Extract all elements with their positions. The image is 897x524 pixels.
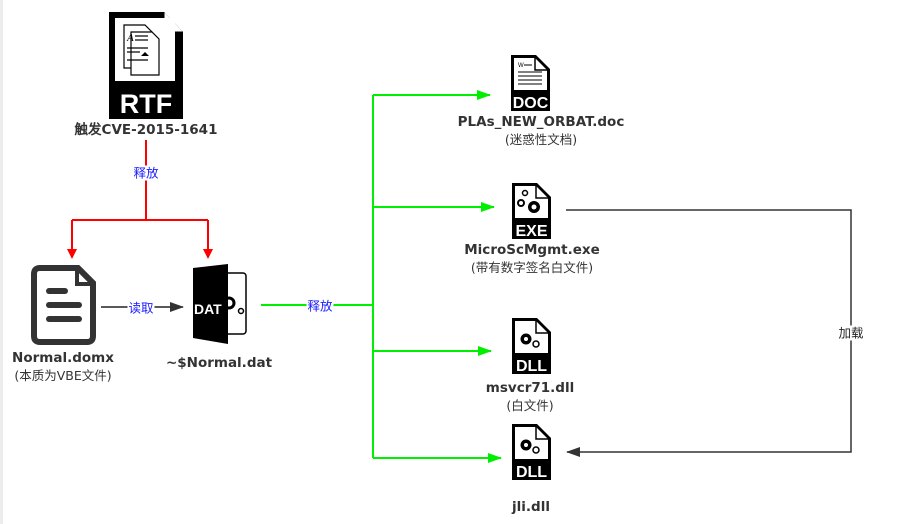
exe-file-icon[interactable]: EXE bbox=[512, 183, 551, 240]
exe-sublabel: (带有数字签名白文件) bbox=[470, 260, 594, 275]
msvcr-sublabel: (白文件) bbox=[506, 398, 554, 413]
dat-icon-label: DAT bbox=[194, 301, 222, 317]
doc-icon-label: DOC bbox=[513, 95, 549, 112]
msvcr-label: msvcr71.dll bbox=[485, 380, 575, 396]
left-edge-strip bbox=[0, 0, 3, 524]
msvcr-dll-file-icon[interactable]: DLL bbox=[512, 318, 551, 375]
jli-dll-file-icon[interactable]: DLL bbox=[512, 424, 551, 481]
doc-file-icon[interactable]: W DOC bbox=[511, 55, 550, 112]
normal-domx-label: Normal.domx bbox=[12, 350, 114, 366]
load-edge-label: 加载 bbox=[837, 325, 865, 341]
dat-file-icon[interactable]: DAT bbox=[193, 264, 247, 344]
dat-release-edge bbox=[261, 90, 502, 463]
exe-label: MicroScMgmt.exe bbox=[464, 242, 600, 258]
exe-icon-label: EXE bbox=[515, 223, 547, 240]
normal-domx-sublabel: (本质为VBE文件) bbox=[14, 368, 112, 383]
doc-label: PLAs_NEW_ORBAT.doc bbox=[457, 114, 625, 130]
rtf-file-icon[interactable]: A RTF bbox=[109, 12, 183, 119]
doc-sublabel: (迷惑性文档) bbox=[504, 132, 578, 147]
rtf-icon-label: RTF bbox=[120, 89, 172, 119]
svg-text:A: A bbox=[126, 32, 134, 44]
jli-icon-label: DLL bbox=[516, 464, 547, 481]
msvcr-icon-label: DLL bbox=[516, 358, 547, 375]
normal-dat-label: ~$Normal.dat bbox=[165, 355, 273, 371]
dat-release-edge-label: 释放 bbox=[306, 298, 334, 314]
read-edge-label: 读取 bbox=[127, 300, 155, 316]
rtf-release-edge-label: 释放 bbox=[132, 165, 160, 181]
jli-label: jli.dll bbox=[512, 499, 550, 515]
svg-text:W: W bbox=[518, 63, 524, 69]
document-file-icon[interactable] bbox=[31, 265, 96, 345]
rtf-release-edge bbox=[67, 140, 213, 259]
load-edge bbox=[566, 209, 852, 457]
rtf-node-label: 触发CVE-2015-1641 bbox=[74, 122, 218, 138]
